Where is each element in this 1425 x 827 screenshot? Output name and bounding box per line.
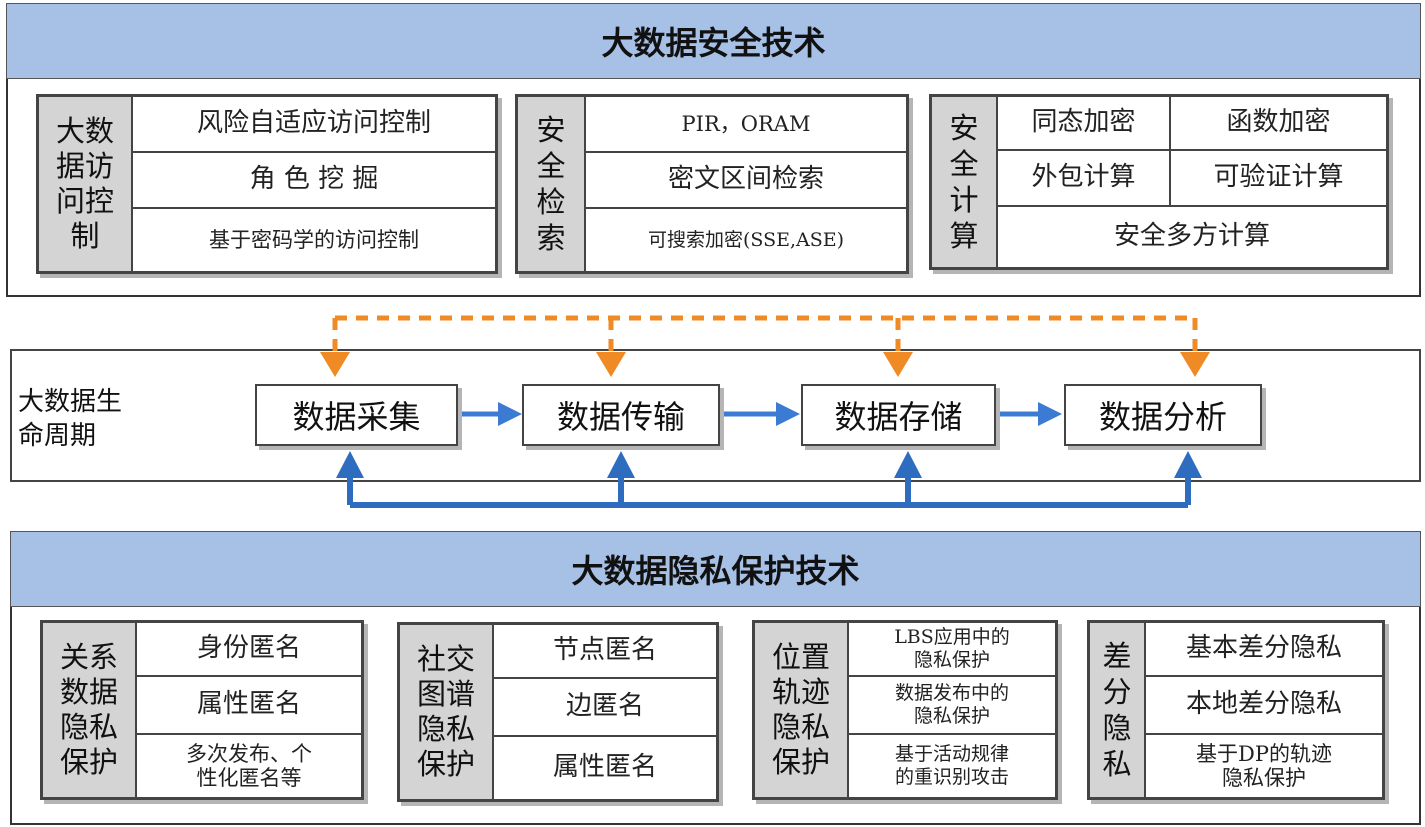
secure-search-header: 安 全 检 索: [517, 96, 585, 272]
differential-privacy-item: 基于DP的轨迹 隐私保护: [1145, 734, 1383, 798]
social-graph-privacy-item: 属性匿名: [493, 736, 717, 800]
secure-computation-item: 可验证计算: [1170, 150, 1387, 206]
location-privacy-item: 数据发布中的 隐私保护: [848, 676, 1056, 734]
relational-privacy-item: 身份匿名: [136, 622, 362, 676]
social-graph-privacy-header: 社交 图谱 隐私 保护: [399, 624, 493, 800]
access-control-item: 风险自适应访问控制: [132, 96, 496, 152]
social-graph-privacy-item: 节点匿名: [493, 624, 717, 678]
relational-privacy-item: 属性匿名: [136, 676, 362, 734]
secure-search-item: 密文区间检索: [585, 152, 907, 208]
differential-privacy-item: 本地差分隐私: [1145, 676, 1383, 734]
top-arrowheads: [320, 352, 1210, 377]
access-control-item: 基于密码学的访问控制: [132, 208, 496, 272]
secure-computation-header: 安 全 计 算: [931, 96, 997, 268]
bottom-feedback-arrows: [347, 475, 1191, 508]
bottom-arrowheads: [336, 451, 1202, 478]
access-control-item: 角 色 挖 掘: [132, 152, 496, 208]
location-privacy-item: 基于活动规律 的重识别攻击: [848, 734, 1056, 798]
stage-analysis: 数据分析: [1064, 384, 1262, 446]
location-privacy-header: 位置 轨迹 隐私 保护: [754, 622, 848, 798]
security-title: 大数据安全技术: [6, 3, 1421, 79]
secure-computation-item: 外包计算: [997, 150, 1170, 206]
lifecycle-title: 大数据生 命周期: [18, 387, 123, 451]
location-privacy-item: LBS应用中的 隐私保护: [848, 622, 1056, 676]
differential-privacy-item: 基本差分隐私: [1145, 622, 1383, 676]
access-control-header: 大数 据访 问控 制: [38, 96, 132, 272]
secure-computation-item: 同态加密: [997, 96, 1170, 150]
relational-privacy-header: 关系 数据 隐私 保护: [42, 622, 136, 798]
secure-computation-item: 安全多方计算: [997, 206, 1387, 268]
secure-search-item: 可搜索加密(SSE,ASE): [585, 208, 907, 272]
flow-arrows: [458, 402, 1062, 426]
stage-storage: 数据存储: [801, 384, 996, 446]
differential-privacy-header: 差 分 隐 私: [1089, 622, 1145, 798]
secure-search-item: PIR，ORAM: [585, 96, 907, 152]
stage-transmission: 数据传输: [522, 384, 720, 446]
social-graph-privacy-item: 边匿名: [493, 678, 717, 736]
relational-privacy-item: 多次发布、个 性化匿名等: [136, 734, 362, 798]
privacy-title: 大数据隐私保护技术: [10, 531, 1421, 607]
stage-collection: 数据采集: [255, 384, 458, 446]
secure-computation-item: 函数加密: [1170, 96, 1387, 150]
top-feedback-arrows: [332, 315, 1198, 352]
